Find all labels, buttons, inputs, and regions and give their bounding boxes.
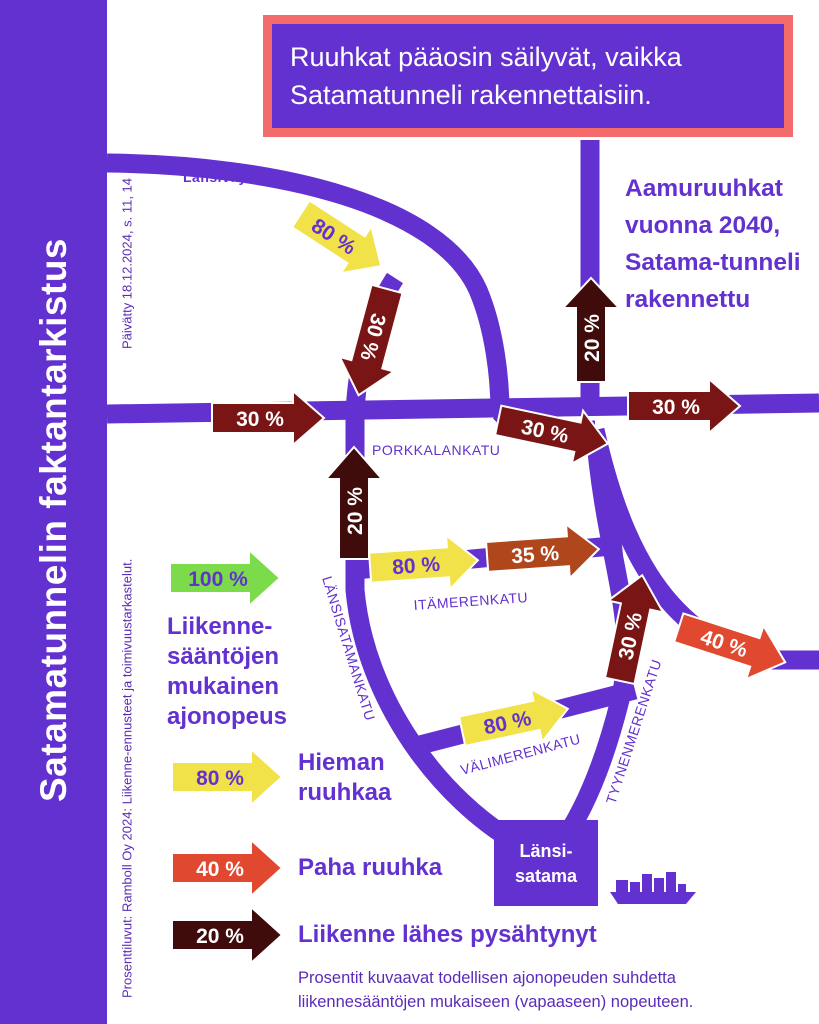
legend-line: ruuhkaa <box>298 779 392 806</box>
map-subtitle: Aamuruuhkat vuonna 2040, Satama-tunneli … <box>625 175 801 313</box>
legend-line: ajonopeus <box>167 703 288 730</box>
arrow-lansisatamankatu-up: 20 % <box>323 445 385 560</box>
legend-arrow-80: 80 % <box>171 746 284 808</box>
arrow-lansivayla-down: 30 % <box>337 283 404 397</box>
road-lansisatamankatu <box>345 412 525 854</box>
harbour-label-line1: Länsi- <box>519 841 572 861</box>
street-label-lansivayla: Länsiväylä <box>183 169 260 185</box>
legend-arrow-20: 20 % <box>171 904 284 966</box>
legend-arrow-label: 80 % <box>196 767 244 790</box>
headline-box <box>263 15 793 137</box>
legend-arrow-label: 20 % <box>196 925 244 948</box>
street-label-itamerenkatu: ITÄMERENKATU <box>413 589 528 613</box>
legend-text-20: Liikenne lähes pysähtynyt <box>298 920 597 950</box>
legend-line: Hieman <box>298 749 385 776</box>
footnote: Prosentit kuvaavat todellisen ajonopeude… <box>298 969 694 1011</box>
legend-text-40: Paha ruuhka <box>298 853 442 883</box>
arrow-valimerenkatu: 80 % <box>457 687 570 748</box>
harbour-label-line2: satama <box>515 866 578 886</box>
arrow-porkkalankatu-east: 30 % <box>627 376 742 436</box>
arrow-label: 30 % <box>236 408 284 431</box>
arrow-tyynenmerenkatu-up: 30 % <box>603 573 665 686</box>
street-label-porkkalankatu: PORKKALANKATU <box>372 442 500 458</box>
cargo-ship-icon <box>610 872 696 904</box>
legend-arrow-40: 40 % <box>171 837 284 899</box>
road-lansivayla <box>106 153 510 413</box>
sidebar: Satamatunnelin faktantarkistus <box>0 0 107 1024</box>
arrow-label: 30 % <box>652 396 700 419</box>
arrow-north-road-up: 20 % <box>560 276 622 383</box>
legend-arrow-label: 40 % <box>196 858 244 881</box>
arrow-label: 20 % <box>581 314 604 362</box>
arrow-east-road-out: 40 % <box>672 612 787 681</box>
arrow-label: 35 % <box>510 542 560 568</box>
legend-line: Paha ruuhka <box>298 854 443 881</box>
legend-text-100: Liikenne- sääntöjen mukainen ajonopeus <box>167 612 287 732</box>
headline: Ruuhkat pääosin säilyvät, vaikka Satamat… <box>290 42 682 110</box>
arrow-label: 80 % <box>391 553 441 579</box>
harbour-box <box>494 820 598 906</box>
legend-text-80: Hieman ruuhkaa <box>298 748 391 808</box>
legend-arrow-100: 100 % <box>169 547 282 609</box>
arrow-itamerenkatu-east: 35 % <box>485 522 601 581</box>
legend-arrow-label: 100 % <box>188 568 248 591</box>
arrow-porkkalankatu-west: 30 % <box>211 388 326 448</box>
legend-line: sääntöjen <box>167 643 280 670</box>
arrow-porkkalankatu-mid: 30 % <box>493 404 610 466</box>
arrow-label: 20 % <box>344 487 367 535</box>
legend-line: Liikenne- <box>167 613 273 640</box>
legend-line: mukainen <box>167 673 280 700</box>
arrow-itamerenkatu-west: 80 % <box>368 533 480 592</box>
legend-line: Liikenne lähes pysähtynyt <box>298 921 597 948</box>
